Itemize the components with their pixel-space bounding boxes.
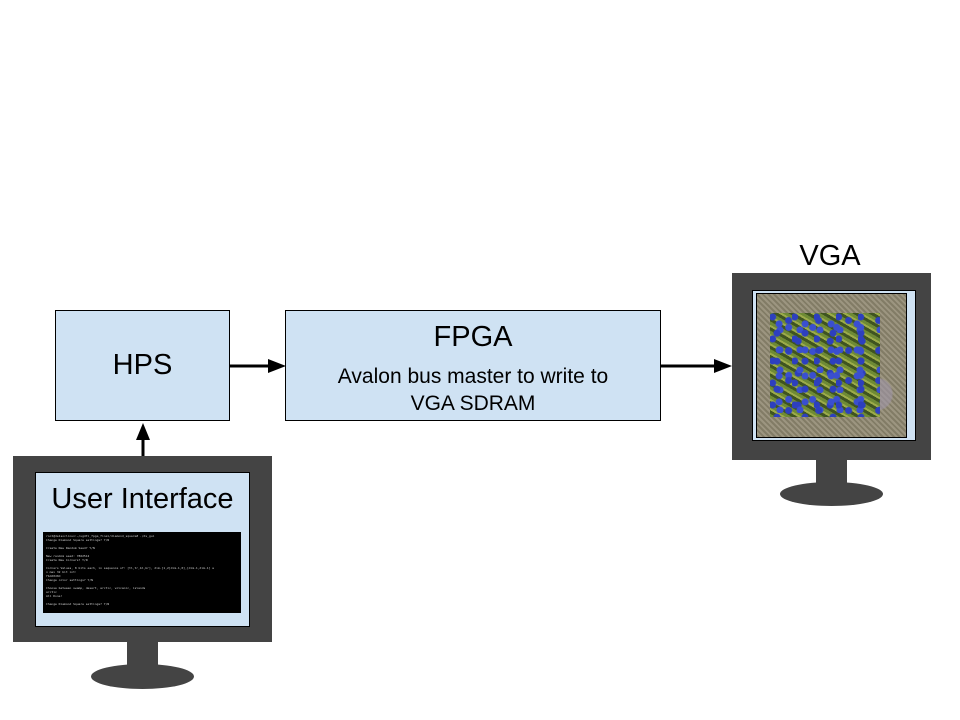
vga-terrain-render [770,313,880,417]
terminal-line: arctic [46,590,57,594]
fpga-title: FPGA [433,321,513,353]
terminal-line: Create New Corners? Y/N [46,558,88,562]
terminal-line: Choose between swamp, desert, arctic, vo… [46,586,146,590]
terminal-line: Change Diamond Square settings? Y/N [46,538,110,542]
ui-title: User Interface [51,483,234,515]
vga-monitor-neck [816,460,847,490]
terminal-line: New random seed: 7862512 [46,554,90,558]
arrow-ui-to-hps [136,423,150,456]
terminal-line: root@de1soclinux:~/ugdtl_fpga_final/diam… [46,534,155,538]
fpga-block: FPGA Avalon bus master to write to VGA S… [285,310,661,421]
terminal-line: Create New Random Seed? Y/N [46,546,95,550]
terminal-line: Change color settings? Y/N [46,578,93,582]
terminal-line: n max 32 bit int: [46,570,77,574]
arrow-hps-to-fpga [230,359,286,373]
vga-label: VGA [799,240,861,272]
fpga-description: Avalon bus master to write to VGA SDRAM [286,363,660,417]
ui-monitor-neck [127,642,158,672]
fpga-description-line2: VGA SDRAM [410,392,536,415]
terminal-line: fbdd0d0d [46,574,61,578]
terminal-line: Corners Values, 8 bits each, in sequence… [46,566,214,570]
terminal-line: Change Diamond Square settings? Y/N [46,602,110,606]
terminal-line: All Done! [46,594,63,598]
hps-block: HPS [55,310,230,421]
terminal-window: root@de1soclinux:~/ugdtl_fpga_final/diam… [43,532,241,613]
hps-label: HPS [112,349,173,381]
arrow-fpga-to-vga [661,359,732,373]
fpga-description-line1: Avalon bus master to write to [337,365,609,388]
